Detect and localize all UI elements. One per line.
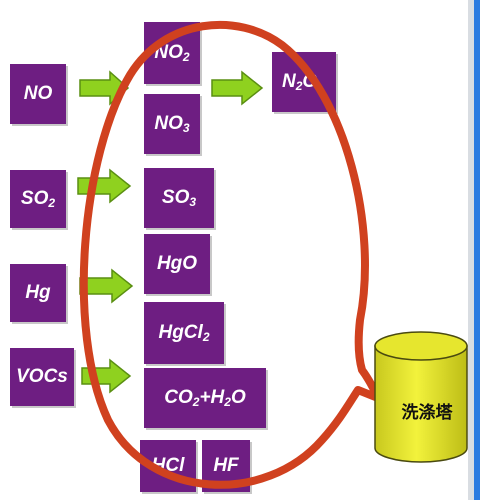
- product-hcl-label: HCl: [151, 455, 185, 476]
- product-no2: NO2: [144, 22, 200, 84]
- right-edge-bar: [474, 0, 480, 500]
- product-hf-label: HF: [213, 455, 239, 476]
- product-hcl: HCl: [140, 440, 196, 492]
- product-hgcl2-label: HgCl2: [158, 322, 210, 344]
- right-edge-divider: [468, 0, 474, 500]
- product-n2o5: N2O: [272, 52, 336, 112]
- source-no: NO: [10, 64, 66, 124]
- product-co2-h2o: CO2+H2O: [144, 368, 266, 428]
- product-co2-h2o-label: CO2+H2O: [164, 387, 246, 409]
- arrow-no2-to-n2o5: [211, 70, 264, 106]
- source-vocs: VOCs: [10, 348, 74, 406]
- arrow-no-to-no2: [79, 70, 130, 106]
- scrubber-tower-label: 洗涤塔: [401, 403, 453, 423]
- source-hg-label: Hg: [25, 282, 51, 303]
- product-hgo-label: HgO: [156, 253, 198, 274]
- source-no-label: NO: [23, 83, 53, 104]
- scrubber-tower: [374, 331, 468, 463]
- product-no3-label: NO3: [154, 113, 190, 135]
- product-no2-label: NO2: [154, 42, 190, 64]
- arrow-hg-to-hgo: [79, 268, 134, 304]
- source-so2-label: SO2: [20, 188, 56, 210]
- source-vocs-label: VOCs: [16, 366, 68, 387]
- product-hgcl2: HgCl2: [144, 302, 224, 364]
- source-so2: SO2: [10, 170, 66, 228]
- product-so3-label: SO3: [161, 187, 197, 209]
- arrow-so2-to-so3: [77, 168, 132, 204]
- product-no3: NO3: [144, 94, 200, 154]
- source-hg: Hg: [10, 264, 66, 322]
- product-hf: HF: [202, 440, 250, 492]
- product-hgo: HgO: [144, 234, 210, 294]
- product-so3: SO3: [144, 168, 214, 228]
- product-n2o5-label: N2O: [282, 71, 318, 93]
- arrow-vocs-to-co2: [81, 358, 132, 394]
